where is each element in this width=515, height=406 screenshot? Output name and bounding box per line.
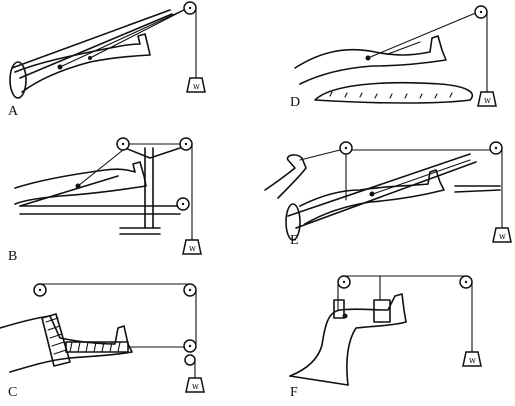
weight-icon [492,227,512,243]
weight-label: w [499,232,506,241]
panel-f-drawing: w [289,275,482,386]
weight-label: w [189,244,196,253]
panel-d-drawing: w [294,5,497,107]
panel-e-drawing: w [264,141,512,243]
weight-icon [462,351,482,367]
panel-label-e: E [290,233,299,248]
panel-b-drawing: w [14,137,202,255]
panel-label-d: D [290,95,301,110]
weight-icon [182,239,202,255]
weight-icon [185,377,205,393]
panel-label-c: C [8,385,18,400]
splint-ring [285,203,301,241]
panel-c-drawing: w [0,283,205,393]
pulley-icon [184,354,196,366]
panel-label-f: F [290,385,298,400]
weight-icon [477,91,497,107]
panel-label-a: A [8,104,19,119]
weight-label: w [193,82,200,91]
weight-icon [186,77,206,93]
weight-label: w [484,96,491,105]
splint-ring [9,61,27,99]
panel-a-drawing: w [9,1,206,99]
weight-label: w [469,356,476,365]
panel-label-b: B [8,249,18,264]
weight-label: w [192,382,199,391]
